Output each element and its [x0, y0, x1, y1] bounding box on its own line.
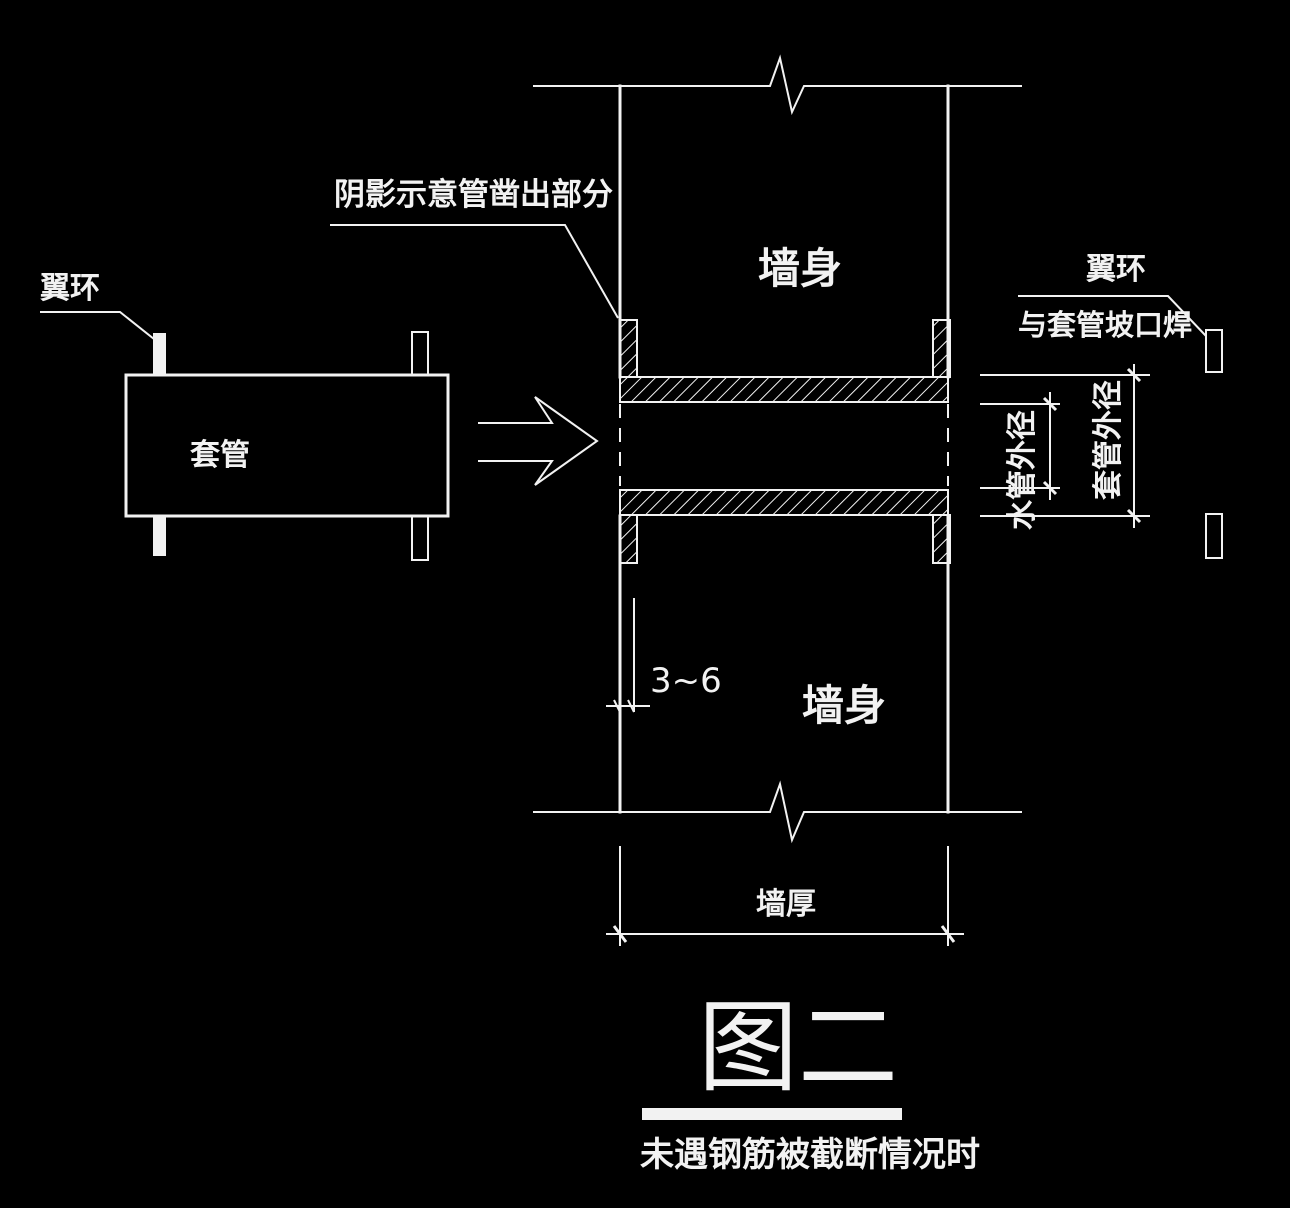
wing-ring-left-bottom [153, 516, 166, 556]
wing-ring-hatch-top-right [932, 319, 951, 378]
gap-dimension-label: 3~6 [650, 661, 722, 701]
wall-thickness-label: 墙厚 [756, 887, 816, 922]
sleeve-wall-bottom-hatch [619, 489, 949, 516]
sleeve-label: 套管 [190, 438, 250, 473]
wall-break-line-top [533, 54, 1022, 116]
wing-ring-right-bottom [411, 515, 429, 561]
wing-ring-right-bottom-elevation [1205, 513, 1223, 559]
wall-body-bottom-label: 墙身 [802, 681, 886, 730]
wing-ring-weld-label: 与套管坡口焊 [1018, 308, 1192, 342]
shadow-note-leader [330, 224, 619, 319]
wall-body-top-label: 墙身 [758, 244, 842, 293]
wing-ring-left-label: 翼环 [40, 271, 100, 306]
sleeve-outer-diameter-label: 套管外径 [1091, 380, 1126, 500]
wing-ring-left-top [153, 333, 166, 375]
diameter-tick-marks [1042, 367, 1142, 524]
wall-section: 阴影示意管凿出部分 墙身 墙身 3~6 墙厚 水管外径 套管外径 翼环 与套管坡… [330, 54, 1223, 946]
wing-ring-hatch-bottom-left [619, 514, 638, 564]
pipe-outer-diameter-label: 水管外径 [1005, 410, 1040, 530]
transform-arrow [478, 396, 599, 486]
figure-title: 图二 [698, 989, 898, 1106]
figure-caption-group: 图二 未遇钢筋被截断情况时 [640, 989, 980, 1175]
wing-ring-right-top [411, 331, 429, 376]
wall-break-line-bottom [533, 780, 1022, 844]
wing-ring-hatch-top-left [619, 319, 638, 378]
double-arrow-icon [478, 396, 599, 486]
figure-caption: 未遇钢筋被截断情况时 [640, 1135, 980, 1175]
sleeve-elevation: 翼环 套管 [40, 271, 450, 561]
wing-ring-right-top-elevation [1205, 329, 1223, 373]
sleeve-body [124, 373, 450, 518]
wing-ring-hatch-bottom-right [932, 514, 951, 564]
wing-ring-right-leader [1018, 295, 1207, 337]
wing-ring-left-leader [40, 311, 160, 344]
shadow-note-label: 阴影示意管凿出部分 [334, 177, 613, 213]
sleeve-wall-top-hatch [619, 376, 949, 403]
caption-underline [642, 1108, 902, 1120]
wing-ring-right-label: 翼环 [1086, 252, 1146, 287]
wall-thickness-tick-marks [612, 925, 956, 943]
gap-tick-marks [613, 699, 635, 713]
